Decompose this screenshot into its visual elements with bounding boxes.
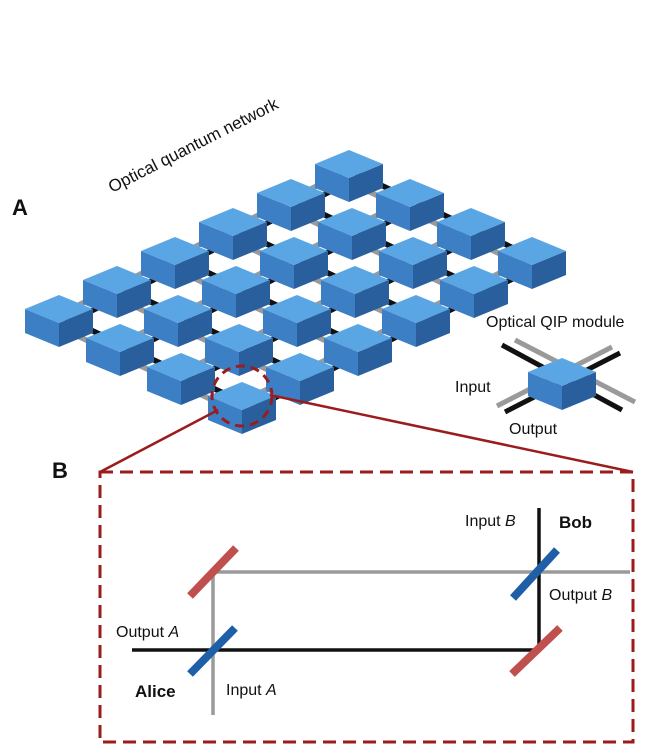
module-cube xyxy=(376,179,444,231)
module-cube xyxy=(144,295,212,347)
output-a-label: Output A xyxy=(116,624,179,641)
module-cube xyxy=(86,324,154,376)
module-cube xyxy=(440,266,508,318)
output-b-label: Output B xyxy=(549,587,612,604)
module-cube xyxy=(379,237,447,289)
input-b-label: Input B xyxy=(465,513,516,530)
module-cube xyxy=(266,353,334,405)
module-cube xyxy=(263,295,331,347)
module-cube xyxy=(318,208,386,260)
module-cube xyxy=(257,179,325,231)
beam-splitter-alice xyxy=(187,625,238,677)
alice-label: Alice xyxy=(135,682,176,701)
module-cube xyxy=(205,324,273,376)
zoom-line-left xyxy=(99,408,219,474)
zoom-line-right xyxy=(269,393,634,474)
module-cube xyxy=(315,150,383,202)
module-cube xyxy=(260,237,328,289)
module-input-label: Input xyxy=(455,379,491,396)
qip-module-legend xyxy=(495,337,637,415)
module-cube xyxy=(202,266,270,318)
mirror-bottom-right xyxy=(509,625,563,677)
module-cube xyxy=(83,266,151,318)
network-modules xyxy=(25,150,566,434)
bob-label: Bob xyxy=(559,513,592,532)
module-cube xyxy=(141,237,209,289)
module-cube xyxy=(498,237,566,289)
module-cube xyxy=(25,295,93,347)
panel-b-label: B xyxy=(52,458,68,483)
network-label: Optical quantum network xyxy=(105,94,282,197)
beam-splitter-bob xyxy=(510,547,560,601)
mirror-top-left xyxy=(187,545,239,599)
module-cube xyxy=(382,295,450,347)
input-a-label: Input A xyxy=(226,682,277,699)
module-cube xyxy=(321,266,389,318)
legend-module-cube xyxy=(528,358,596,410)
module-cube xyxy=(199,208,267,260)
module-label: Optical QIP module xyxy=(486,314,625,331)
module-cube xyxy=(437,208,505,260)
module-cube xyxy=(324,324,392,376)
module-cube xyxy=(147,353,215,405)
panel-b-frame xyxy=(98,470,635,744)
panel-a-label: A xyxy=(12,195,28,220)
module-output-label: Output xyxy=(509,421,558,438)
